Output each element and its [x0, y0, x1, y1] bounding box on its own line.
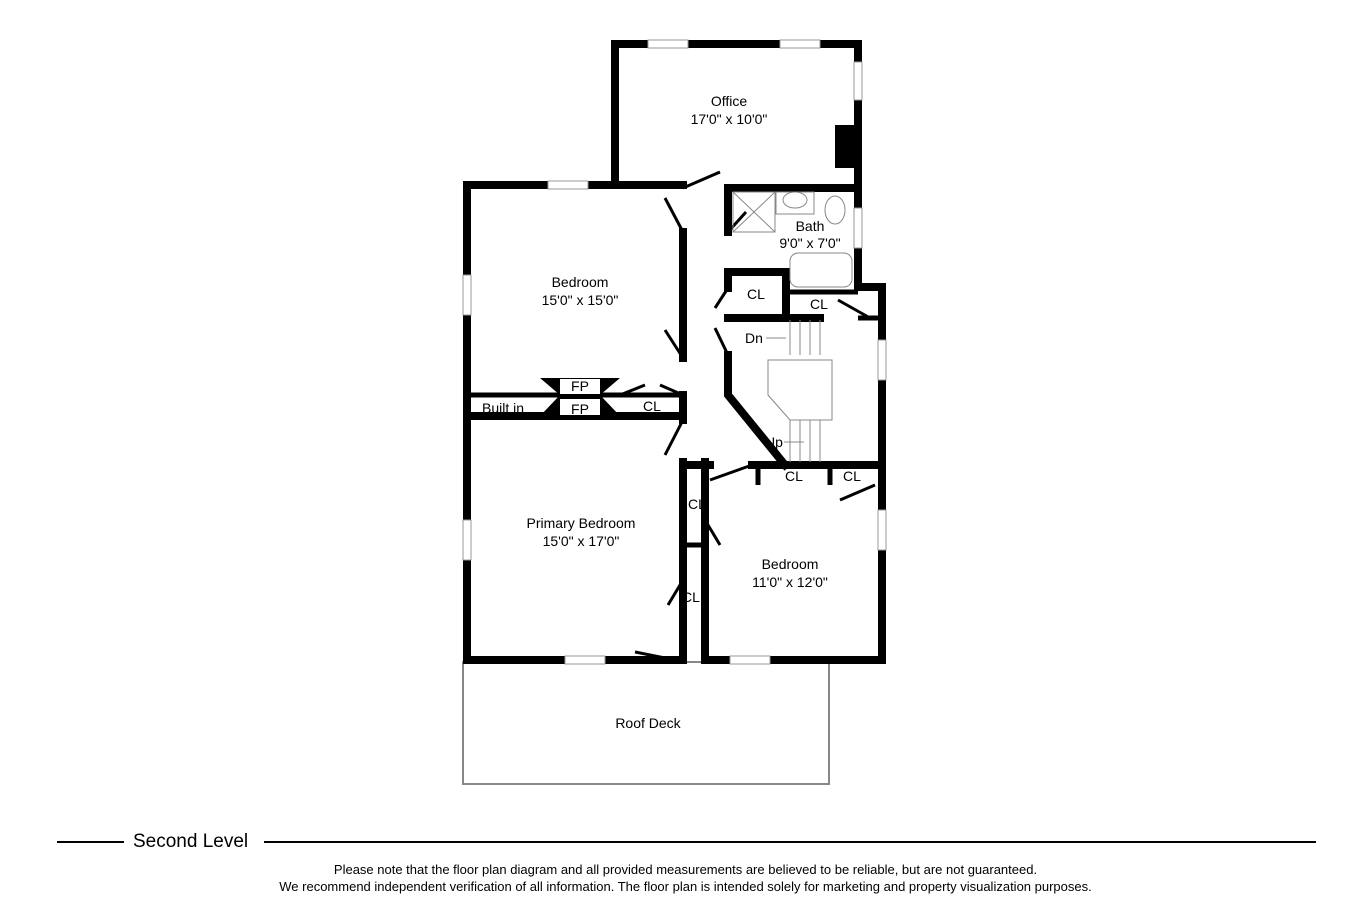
bedroom-size: 15'0" x 15'0"	[542, 292, 619, 308]
doors	[619, 170, 876, 662]
closet-label: CL	[643, 398, 661, 414]
office-walls	[611, 40, 862, 291]
primary-bedroom-name: Primary Bedroom	[527, 515, 636, 531]
chimney	[835, 125, 858, 168]
stairs-up-label: Up	[765, 434, 783, 450]
staircase	[766, 320, 833, 462]
bedroom-name: Bedroom	[552, 274, 609, 290]
closet-label: CL	[682, 589, 700, 605]
closet-label: CL	[747, 286, 765, 302]
closet-label: CL	[785, 468, 803, 484]
windows	[462, 39, 887, 665]
bath-fixtures	[732, 191, 853, 288]
bedroom2-size: 11'0" x 12'0"	[752, 574, 828, 590]
closet-label: CL	[843, 468, 861, 484]
roof-deck-name: Roof Deck	[615, 715, 681, 731]
closet-label: CL	[810, 296, 828, 312]
bath-size: 9'0" x 7'0"	[779, 235, 840, 251]
disclaimer-line-2: We recommend independent verification of…	[279, 879, 1092, 894]
closet-label: CL	[688, 496, 706, 512]
level-title: Second Level	[133, 831, 249, 852]
fireplace-label: FP	[571, 378, 589, 394]
bedroom2-name: Bedroom	[762, 556, 819, 572]
office-name: Office	[711, 93, 748, 109]
fireplace-label: FP	[571, 401, 589, 417]
disclaimer-line-1: Please note that the floor plan diagram …	[333, 862, 1038, 877]
fireplace	[540, 378, 620, 416]
bath-name: Bath	[796, 218, 825, 234]
office-size: 17'0" x 10'0"	[691, 111, 768, 127]
stairs-down-label: Dn	[745, 330, 763, 346]
primary-bedroom-size: 15'0" x 17'0"	[543, 533, 620, 549]
built-in-label: Built in	[482, 400, 524, 416]
